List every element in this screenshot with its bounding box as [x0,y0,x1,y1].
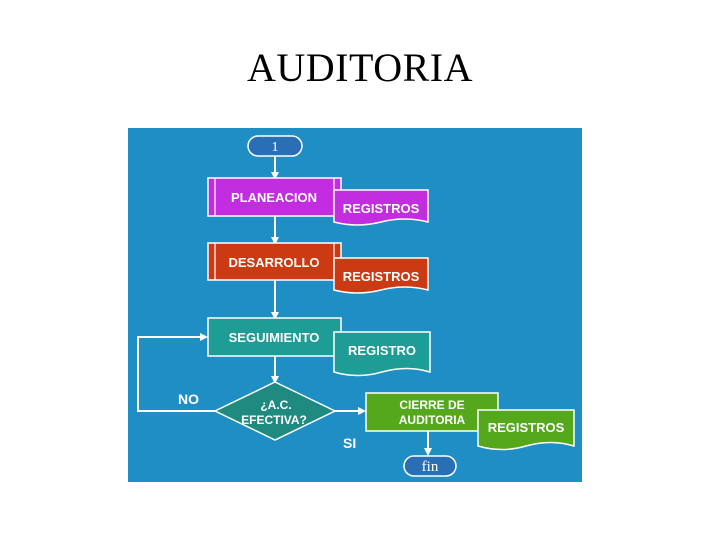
start-label: 1 [272,140,279,155]
cierre-process: CIERRE DE AUDITORIA [365,392,499,432]
si-branch-label: SI [343,435,356,451]
seguimiento-process: SEGUIMIENTO [207,317,342,357]
seguimiento-label: SEGUIMIENTO [229,330,320,345]
no-branch-label: NO [178,391,199,407]
cierre-label-line2: AUDITORIA [399,413,466,427]
cierre-registros-document: REGISTROS [477,409,575,451]
cierre-label-line1: CIERRE DE [399,398,464,412]
planeacion-registros-document: REGISTROS [333,189,429,226]
seguimiento-registro-label: REGISTRO [348,343,416,358]
planeacion-registros-label: REGISTROS [343,201,420,216]
page-title: AUDITORIA [247,45,473,90]
desarrollo-registros-label: REGISTROS [343,269,420,284]
planeacion-label: PLANEACION [231,190,317,205]
seguimiento-registro-document: REGISTRO [333,331,431,377]
end-terminal: fin [403,455,457,477]
connectors [137,156,432,456]
planeacion-process: PLANEACION [207,177,342,217]
desarrollo-registros-document: REGISTROS [333,257,429,294]
decision-label-line1: ¿A.C. [260,398,291,412]
cierre-registros-label: REGISTROS [488,420,565,435]
start-terminal: 1 [247,135,303,157]
decision-diamond: ¿A.C. EFECTIVA? [213,381,337,441]
decision-label-line2: EFECTIVA? [241,413,307,427]
desarrollo-label: DESARROLLO [229,255,320,270]
flowchart-diagram: 1 PLANEACION REGISTROS DESARROLLO REGIST… [128,128,582,482]
end-label: fin [422,459,439,475]
desarrollo-process: DESARROLLO [207,242,342,281]
connector-no-loop [137,333,215,412]
